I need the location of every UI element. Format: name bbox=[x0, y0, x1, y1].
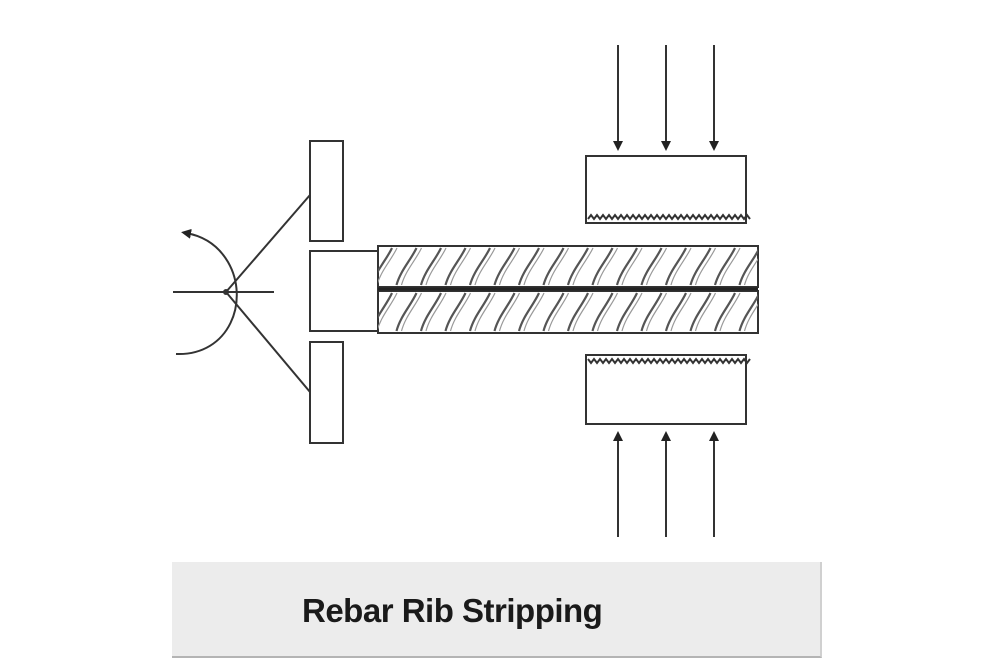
rebar-rib bbox=[419, 292, 442, 332]
cutter-teeth-upper bbox=[587, 213, 751, 221]
rebar-rib-shade bbox=[572, 247, 594, 286]
rebar-rib bbox=[640, 292, 663, 332]
rebar-rib-shade bbox=[523, 292, 545, 332]
rebar-rib bbox=[615, 292, 638, 332]
rebar-rib bbox=[566, 292, 589, 332]
rebar-rib-shade bbox=[474, 292, 496, 332]
rebar-rib bbox=[591, 247, 614, 286]
force-arrows-bottom bbox=[613, 431, 719, 537]
rebar-rib bbox=[664, 247, 687, 286]
rebar-rib bbox=[615, 247, 638, 286]
rebar-rib-shade bbox=[719, 247, 741, 286]
rebar-rib bbox=[517, 292, 540, 332]
rebar-rib-shade bbox=[645, 292, 668, 332]
rebar-rib-shade bbox=[694, 292, 717, 332]
rebar-rib-shade bbox=[596, 247, 619, 286]
rebar-rib bbox=[738, 248, 758, 286]
rebar-rib-shade bbox=[400, 247, 423, 286]
rebar-rib bbox=[517, 247, 540, 286]
cutter-teeth-lower bbox=[587, 357, 751, 365]
rebar-rib-shade bbox=[378, 247, 398, 284]
rebar-rib-shade bbox=[670, 247, 692, 286]
rebar-rib-shade bbox=[498, 247, 521, 286]
rebar-rib bbox=[493, 247, 516, 286]
rebar-rib bbox=[444, 247, 467, 286]
chuck-jaw-lower bbox=[309, 341, 344, 444]
cutter-block-upper bbox=[585, 155, 747, 224]
rebar-rib bbox=[419, 247, 442, 286]
rotation-arrow-icon bbox=[175, 228, 238, 356]
rebar-rib bbox=[378, 247, 393, 274]
rebar-rib bbox=[713, 247, 736, 286]
rebar-rib bbox=[738, 293, 758, 332]
rebar-rib bbox=[542, 292, 565, 332]
rebar-rib-shade bbox=[449, 292, 472, 332]
cutter-lower bbox=[585, 354, 751, 425]
rebar-rib-shade bbox=[498, 292, 521, 332]
rebar-rib bbox=[689, 247, 712, 286]
rebar-rib-shade bbox=[719, 292, 741, 332]
rebar-rib-shade bbox=[547, 292, 570, 332]
rebar-rib bbox=[764, 248, 784, 285]
rebar bbox=[377, 245, 789, 334]
rebar-rib bbox=[468, 247, 491, 286]
connector-line-upper bbox=[225, 194, 311, 293]
rebar-rib-shade bbox=[596, 292, 619, 332]
rebar-upper-half bbox=[377, 245, 759, 288]
rebar-rib-shade bbox=[769, 248, 789, 285]
caption-title: Rebar Rib Stripping bbox=[302, 592, 603, 629]
rebar-rib bbox=[664, 292, 687, 332]
cutter-upper bbox=[585, 155, 751, 224]
rebar-rib-shade bbox=[694, 247, 717, 286]
cutter-block-lower bbox=[585, 354, 747, 425]
rebar-rib bbox=[395, 292, 418, 332]
rebar-rib bbox=[713, 292, 736, 332]
rebar-rib-shade bbox=[670, 292, 692, 332]
rebar-rib bbox=[444, 292, 467, 332]
rebar-rib-shade bbox=[449, 247, 472, 286]
rebar-rib bbox=[378, 292, 393, 320]
caption-bar: Rebar Rib Stripping bbox=[172, 562, 822, 658]
rebar-rib bbox=[395, 247, 418, 286]
rebar-rib-shade bbox=[547, 247, 570, 286]
rebar-rib bbox=[764, 293, 784, 331]
chuck bbox=[309, 140, 379, 444]
rebar-rib-shade bbox=[572, 292, 594, 332]
rebar-rib-shade bbox=[425, 292, 447, 332]
rebar-ribs-upper bbox=[378, 247, 789, 286]
rebar-ribs-lower bbox=[378, 292, 789, 332]
rebar-rib-shade bbox=[378, 292, 398, 330]
rebar-rib-shade bbox=[474, 247, 496, 286]
rebar-rib bbox=[689, 292, 712, 332]
connector-line-lower bbox=[225, 291, 311, 393]
rebar-rib bbox=[468, 292, 491, 332]
rebar-rib bbox=[493, 292, 516, 332]
force-arrows-top bbox=[613, 45, 719, 151]
rebar-rib bbox=[591, 292, 614, 332]
rebar-rib bbox=[640, 247, 663, 286]
rebar-rib-shade bbox=[743, 303, 758, 332]
rebar-rib bbox=[542, 247, 565, 286]
rotation-indicator bbox=[173, 228, 274, 356]
rebar-rib-shade bbox=[769, 293, 789, 331]
rebar-rib-shade bbox=[425, 247, 447, 286]
rebar-rib-shade bbox=[645, 247, 668, 286]
chuck-jaw-upper bbox=[309, 140, 344, 242]
rebar-rib-shade bbox=[400, 292, 423, 332]
rebar-rib-shade bbox=[621, 247, 643, 286]
rebar-rib-shade bbox=[523, 247, 545, 286]
rebar-lower-half bbox=[377, 290, 759, 334]
chuck-body bbox=[309, 250, 379, 332]
rebar-rib-shade bbox=[621, 292, 643, 332]
rebar-rib bbox=[566, 247, 589, 286]
rebar-rib-shade bbox=[743, 258, 758, 286]
